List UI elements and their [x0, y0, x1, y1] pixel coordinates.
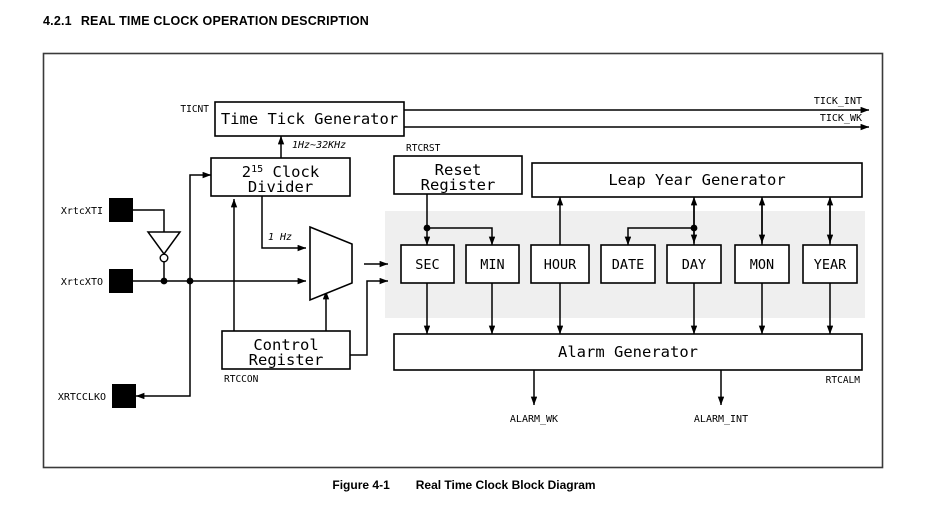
- section-heading: 4.2.1 REAL TIME CLOCK OPERATION DESCRIPTI…: [43, 14, 369, 28]
- wire-control-to-registers: [350, 277, 389, 356]
- pin-labels: XrtcXTI XrtcXTO XRTCCLKO: [58, 206, 106, 403]
- label-alarm-generator: Alarm Generator: [558, 343, 698, 361]
- label-pin-xrtcxto: XrtcXTO: [61, 277, 103, 288]
- clock-divider-base: 2: [242, 163, 251, 181]
- wire-reset-to-min: [427, 227, 496, 246]
- label-register-date: DATE: [612, 257, 645, 273]
- figure-number: Figure 4-1: [332, 478, 390, 492]
- register-date: [600, 244, 656, 284]
- wire-xto-to-xrtcclko: [135, 281, 191, 400]
- label-reset-register-line1: Reset: [435, 161, 482, 179]
- label-register-day: DAY: [682, 257, 706, 273]
- label-alarm-int: ALARM_INT: [694, 414, 748, 425]
- label-clock-divider-line1: 215 Clock: [242, 163, 320, 181]
- block-mux: [309, 225, 353, 302]
- wire-xrtcxti-to-inverter: [133, 209, 165, 232]
- label-reset-register-line2: Register: [421, 176, 496, 194]
- figure-title: Real Time Clock Block Diagram: [415, 478, 596, 492]
- blocks: [210, 101, 863, 371]
- label-control-register-line2: Register: [249, 351, 324, 369]
- register-mon: [734, 244, 790, 284]
- register-name-labels: TICNT RTCRST RTCCON RTCALM: [180, 104, 860, 386]
- label-leap-year-generator: Leap Year Generator: [608, 171, 785, 189]
- block-clock-divider: [210, 157, 351, 197]
- section-title: REAL TIME CLOCK OPERATION DESCRIPTION: [80, 14, 370, 28]
- junction-inverter-xto: [160, 277, 168, 285]
- clock-divider-rest: Clock: [263, 163, 320, 181]
- label-alarm-wk: ALARM_WK: [510, 414, 558, 425]
- frequency-labels: 1Hz~32KHz 1 Hz: [268, 140, 346, 243]
- junction-dots: [160, 224, 698, 285]
- label-pin-xrtcxti: XrtcXTI: [61, 206, 103, 217]
- block-labels: Time Tick Generator 215 Clock Divider Re…: [221, 110, 847, 369]
- junction-xto-branch: [186, 277, 194, 285]
- register-sec: [400, 244, 455, 284]
- label-time-tick-generator: Time Tick Generator: [221, 110, 398, 128]
- clock-divider-exponent: 15: [251, 164, 263, 175]
- io-pads: [109, 198, 136, 408]
- block-control-register: [221, 330, 351, 370]
- register-day: [666, 244, 722, 284]
- label-control-register-line1: Control: [253, 336, 318, 354]
- inverter-gate: [146, 231, 182, 263]
- block-alarm-generator: [393, 333, 863, 371]
- label-register-sec: SEC: [415, 257, 439, 273]
- label-ticnt: TICNT: [180, 104, 209, 115]
- junction-day-split: [690, 224, 698, 232]
- register-min: [465, 244, 520, 284]
- pad-xrtcxti: [109, 198, 133, 222]
- label-pin-xrtcclko: XRTCCLKO: [58, 392, 106, 403]
- label-divider-frequency-range: 1Hz~32KHz: [292, 140, 346, 151]
- label-register-year: YEAR: [814, 257, 847, 273]
- label-register-hour: HOUR: [544, 257, 577, 273]
- register-hour: [530, 244, 590, 284]
- wire-day-to-date: [624, 227, 694, 246]
- label-rtcalm: RTCALM: [826, 375, 861, 386]
- label-rtcrst: RTCRST: [406, 143, 441, 154]
- label-clock-divider-line2: Divider: [248, 178, 313, 196]
- section-number: 4.2.1: [43, 14, 72, 28]
- block-time-tick-generator: [214, 101, 405, 137]
- label-one-hz: 1 Hz: [268, 232, 292, 243]
- pad-xrtcxto: [109, 269, 133, 293]
- pad-xrtcclko: [112, 384, 136, 408]
- label-rtccon: RTCCON: [224, 374, 259, 385]
- signal-labels: TICK_INT TICK_WK ALARM_WK ALARM_INT: [510, 96, 862, 425]
- label-register-min: MIN: [480, 257, 504, 273]
- wire-xto-to-clock-divider: [189, 171, 212, 281]
- inverter-bubble-icon: [159, 253, 169, 263]
- label-tick-int: TICK_INT: [814, 96, 862, 107]
- figure-caption: Figure 4-1 Real Time Clock Block Diagram: [0, 478, 928, 492]
- wire-divider-1hz-to-mux: [261, 196, 307, 252]
- label-tick-wk: TICK_WK: [820, 113, 862, 124]
- block-reset-register: [393, 155, 523, 195]
- register-year: [802, 244, 858, 284]
- junction-reset-split: [423, 224, 431, 232]
- label-register-mon: MON: [750, 257, 774, 273]
- block-leap-year-generator: [531, 162, 863, 198]
